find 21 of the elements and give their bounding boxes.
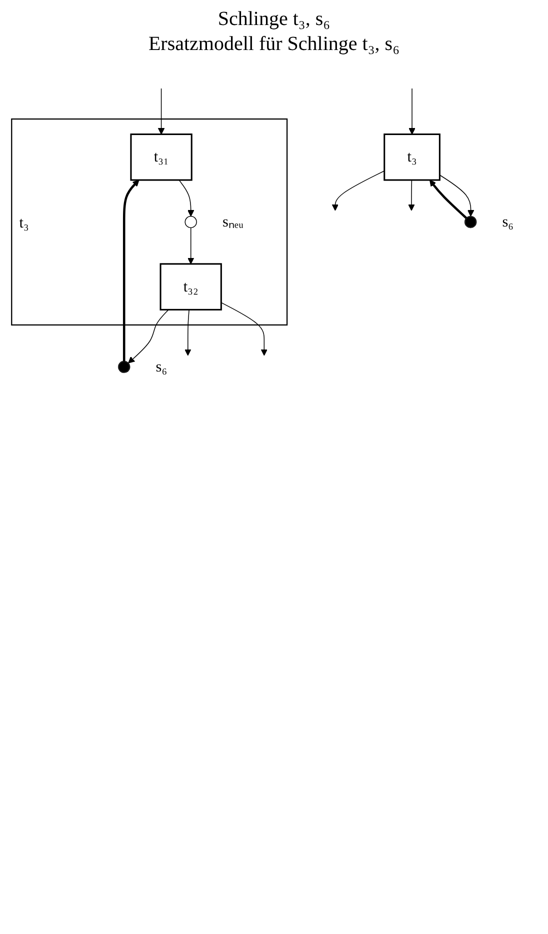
arrow — [408, 88, 416, 135]
arrow — [178, 180, 194, 217]
arrow — [429, 180, 468, 219]
arrow — [184, 309, 192, 356]
arrow — [439, 174, 474, 217]
arrow — [122, 180, 140, 362]
arrow — [220, 302, 268, 356]
place-label: s₆ — [156, 358, 168, 376]
arrow — [158, 88, 165, 135]
place-label: s₆ — [502, 214, 514, 230]
arrow — [128, 309, 169, 364]
heading-label: Ersatzmodell für Schlinge t₃, s₆ — [147, 33, 401, 56]
transition-box: t₃ — [384, 134, 440, 181]
place-circle — [184, 216, 197, 228]
arrow — [332, 170, 385, 211]
transition-box: t₃₂ — [160, 263, 222, 310]
heading-label: Schlinge t₃, s₆ — [216, 8, 332, 31]
place-label: sₙₑᵤ — [222, 214, 244, 230]
arrow — [188, 227, 194, 264]
transition-box: t₃₁ — [130, 134, 192, 181]
arrow — [408, 180, 415, 211]
